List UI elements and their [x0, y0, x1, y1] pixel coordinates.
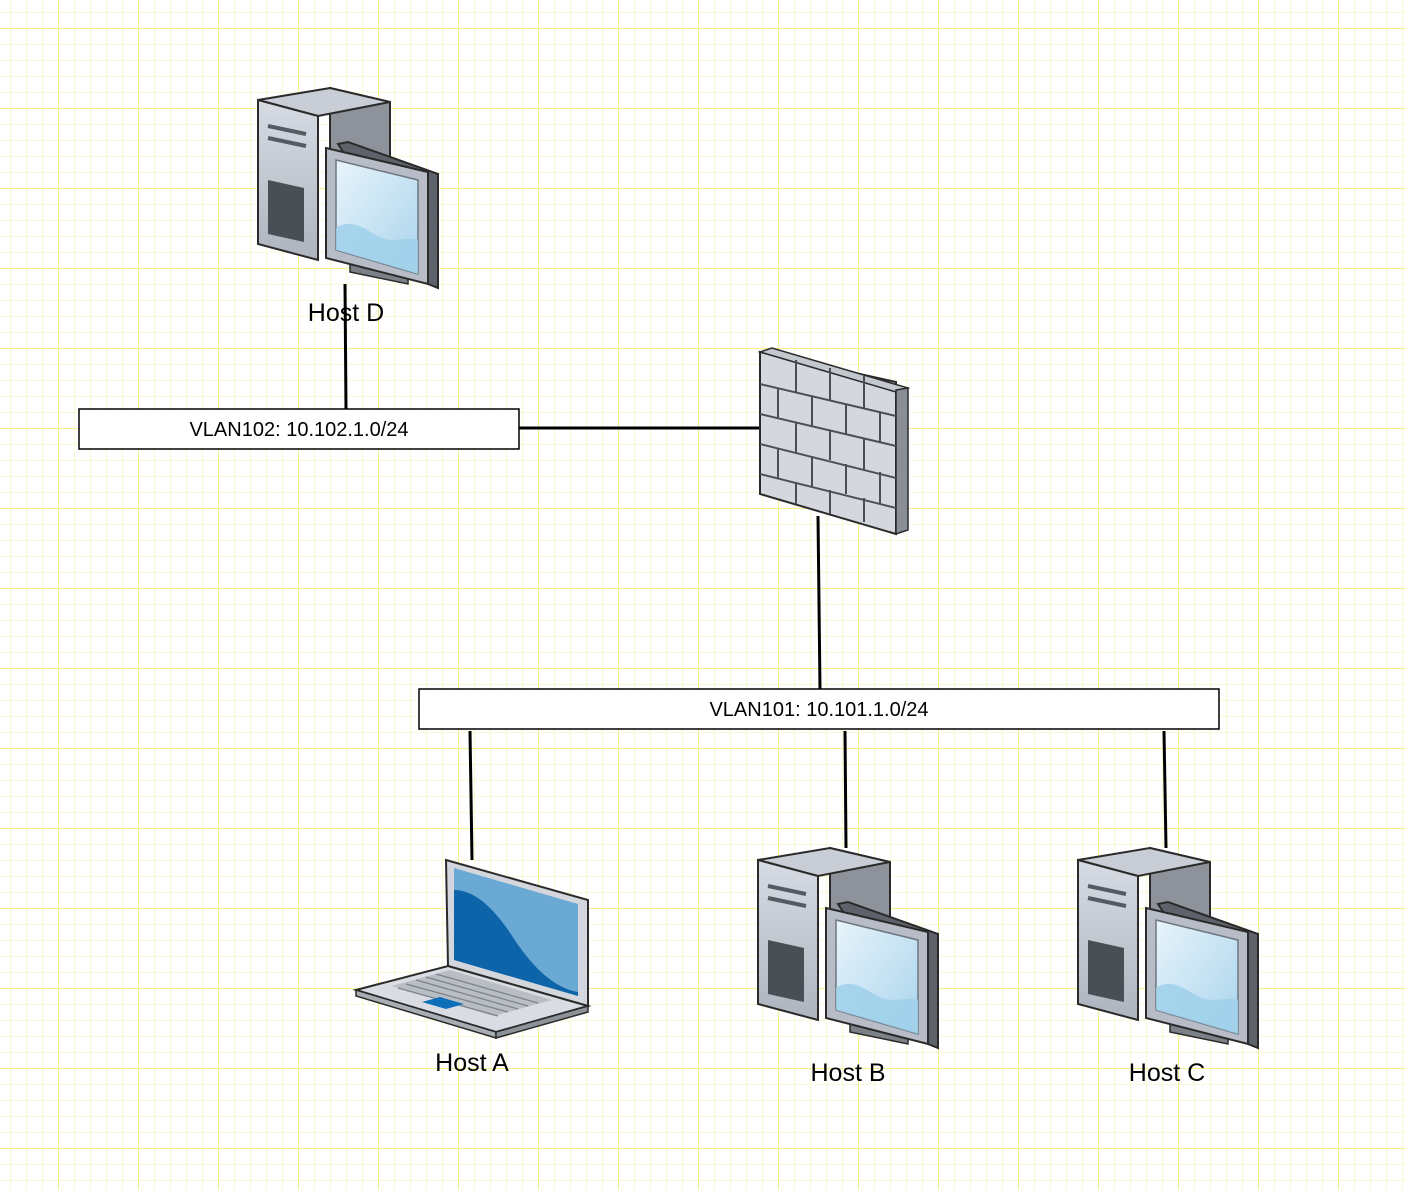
- firewall-icon: [757, 347, 911, 536]
- link-vlan101-host-a: [468, 730, 474, 861]
- desktop-computer-icon: [756, 846, 940, 1050]
- desktop-computer-icon: [1076, 846, 1260, 1050]
- host-c-label: Host C: [1129, 1059, 1205, 1087]
- desktop-computer-icon: [256, 86, 440, 290]
- firewall[interactable]: [757, 347, 911, 536]
- host-b-label: Host B: [810, 1059, 885, 1087]
- vlan102-network[interactable]: VLAN102: 10.102.1.0/24: [78, 408, 520, 450]
- vlan101-label: VLAN101: 10.101.1.0/24: [709, 699, 928, 721]
- link-firewall-vlan101: [816, 515, 822, 690]
- host-a-label: Host A: [435, 1049, 509, 1077]
- laptop-icon: [355, 859, 589, 1039]
- host-d-label: Host D: [308, 299, 384, 327]
- host-d[interactable]: Host D: [256, 86, 440, 327]
- host-a[interactable]: Host A: [355, 859, 589, 1077]
- vlan101-network[interactable]: VLAN101: 10.101.1.0/24: [418, 688, 1220, 730]
- host-c[interactable]: Host C: [1076, 846, 1260, 1087]
- host-b[interactable]: Host B: [756, 846, 940, 1087]
- vlan102-label: VLAN102: 10.102.1.0/24: [189, 419, 408, 441]
- link-vlan101-host-c: [1162, 730, 1168, 849]
- link-vlan101-host-b: [843, 730, 848, 849]
- link-host-d-vlan102: [343, 283, 348, 410]
